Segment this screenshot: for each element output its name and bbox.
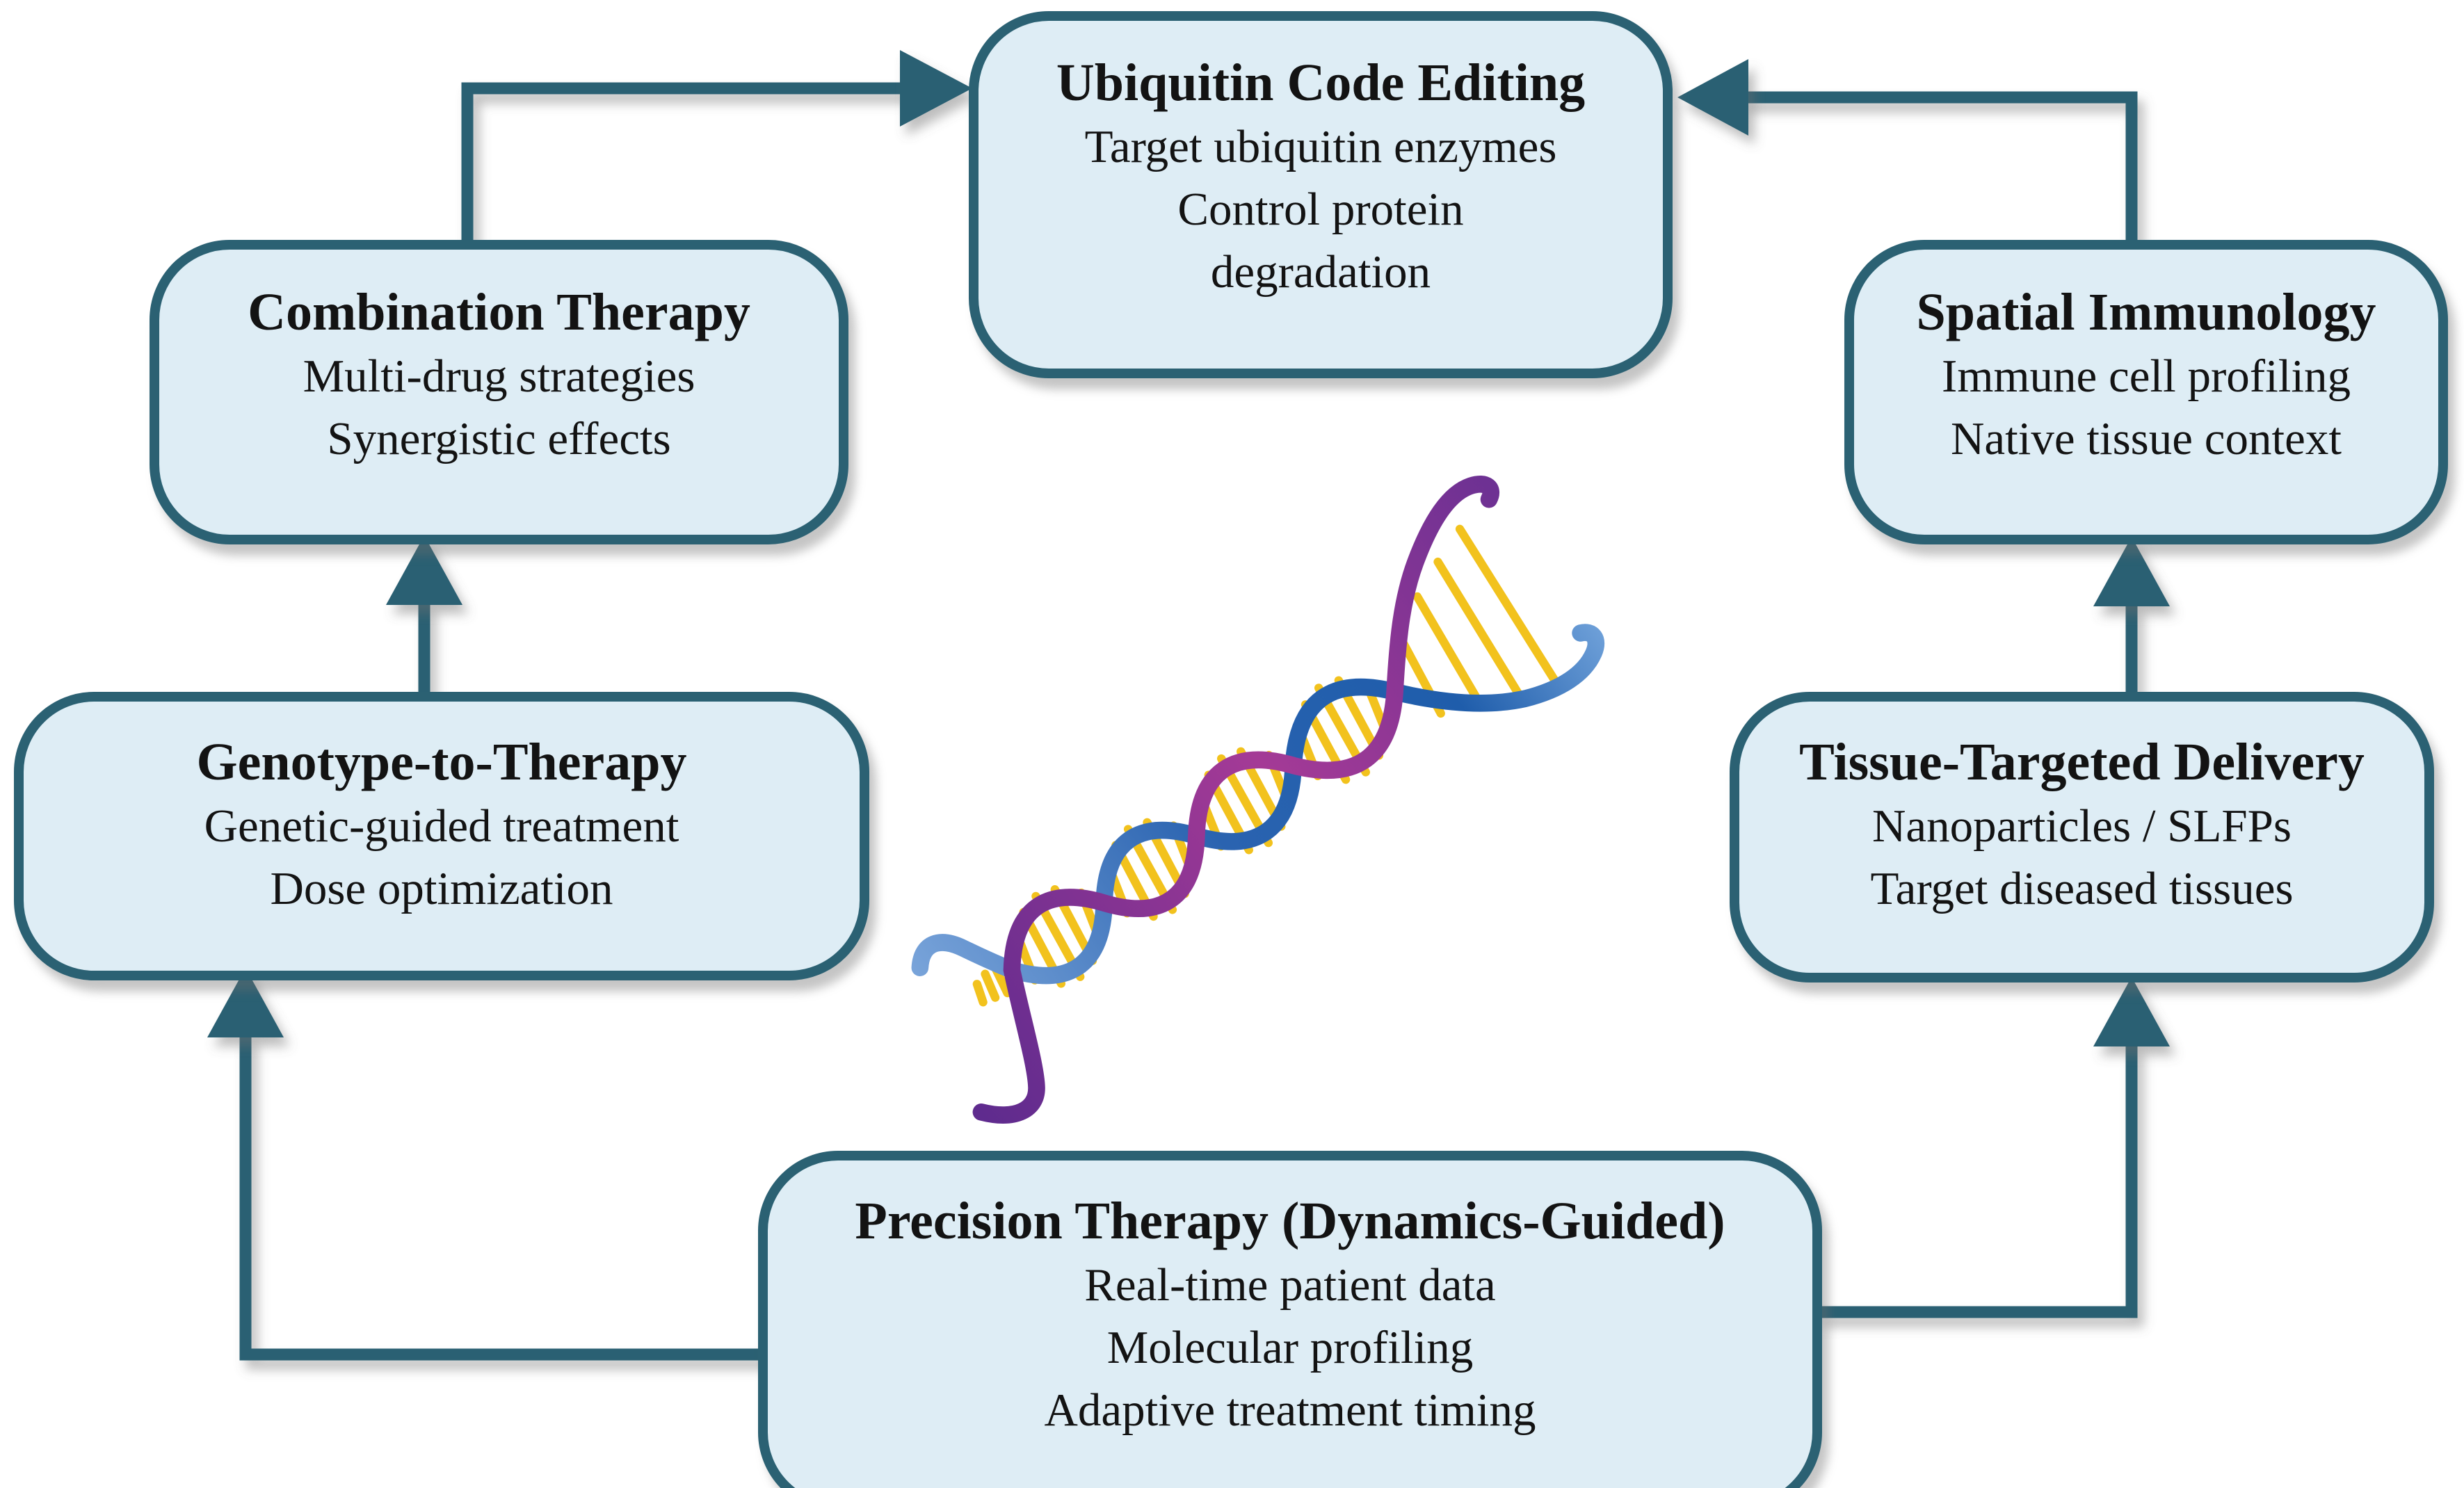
box-line: Synergistic effects	[327, 413, 671, 464]
arrowhead-into-genotype	[207, 968, 284, 1037]
box-title: Genotype-to-Therapy	[196, 733, 687, 791]
box-precision-therapy: Precision Therapy (Dynamics-Guided) Real…	[758, 1151, 1822, 1488]
connector-precision-to-genotype	[239, 1035, 762, 1361]
box-line: Target ubiquitin enzymes	[1084, 121, 1557, 172]
connector-precision-to-tissue	[1818, 1044, 2138, 1318]
arrowhead-into-tissue	[2093, 977, 2170, 1046]
box-line: Target diseased tissues	[1870, 863, 2294, 914]
box-line: Genetic-guided treatment	[204, 800, 679, 852]
connector-combination-to-ubiquitin	[461, 82, 905, 245]
box-title: Spatial Immunology	[1916, 283, 2376, 341]
dna-strand-purple	[972, 476, 1499, 1124]
box-line: degradation	[1210, 246, 1431, 298]
box-genotype-to-therapy: Genotype-to-Therapy Genetic-guided treat…	[14, 692, 869, 980]
box-title: Ubiquitin Code Editing	[1056, 54, 1586, 112]
connector-spatial-to-ubiquitin	[1743, 91, 2138, 245]
box-line: Adaptive treatment timing	[1044, 1384, 1536, 1436]
box-tissue-targeted-delivery: Tissue-Targeted Delivery Nanoparticles /…	[1730, 692, 2434, 982]
dna-helix-illustration	[911, 476, 1605, 1124]
box-line: Nanoparticles / SLFPs	[1872, 800, 2292, 852]
box-title: Precision Therapy (Dynamics-Guided)	[855, 1192, 1725, 1250]
box-line: Real-time patient data	[1084, 1259, 1496, 1311]
arrowhead-into-combination	[386, 535, 462, 605]
box-line: Dose optimization	[270, 863, 613, 914]
box-line: Control protein	[1177, 184, 1464, 235]
arrowhead-into-ubiquitin-right	[1677, 59, 1748, 136]
box-combination-therapy: Combination Therapy Multi-drug strategie…	[150, 240, 848, 544]
box-ubiquitin-code-editing: Ubiquitin Code Editing Target ubiquitin …	[969, 11, 1673, 378]
box-line: Molecular profiling	[1106, 1322, 1474, 1373]
box-line: Immune cell profiling	[1942, 350, 2351, 402]
box-line: Native tissue context	[1951, 413, 2342, 464]
arrowhead-into-ubiquitin-left	[900, 50, 972, 127]
box-title: Combination Therapy	[248, 283, 750, 341]
box-spatial-immunology: Spatial Immunology Immune cell profiling…	[1844, 240, 2448, 544]
box-title: Tissue-Targeted Delivery	[1799, 733, 2365, 791]
box-line: Multi-drug strategies	[303, 350, 695, 402]
arrowhead-into-spatial	[2093, 537, 2170, 606]
